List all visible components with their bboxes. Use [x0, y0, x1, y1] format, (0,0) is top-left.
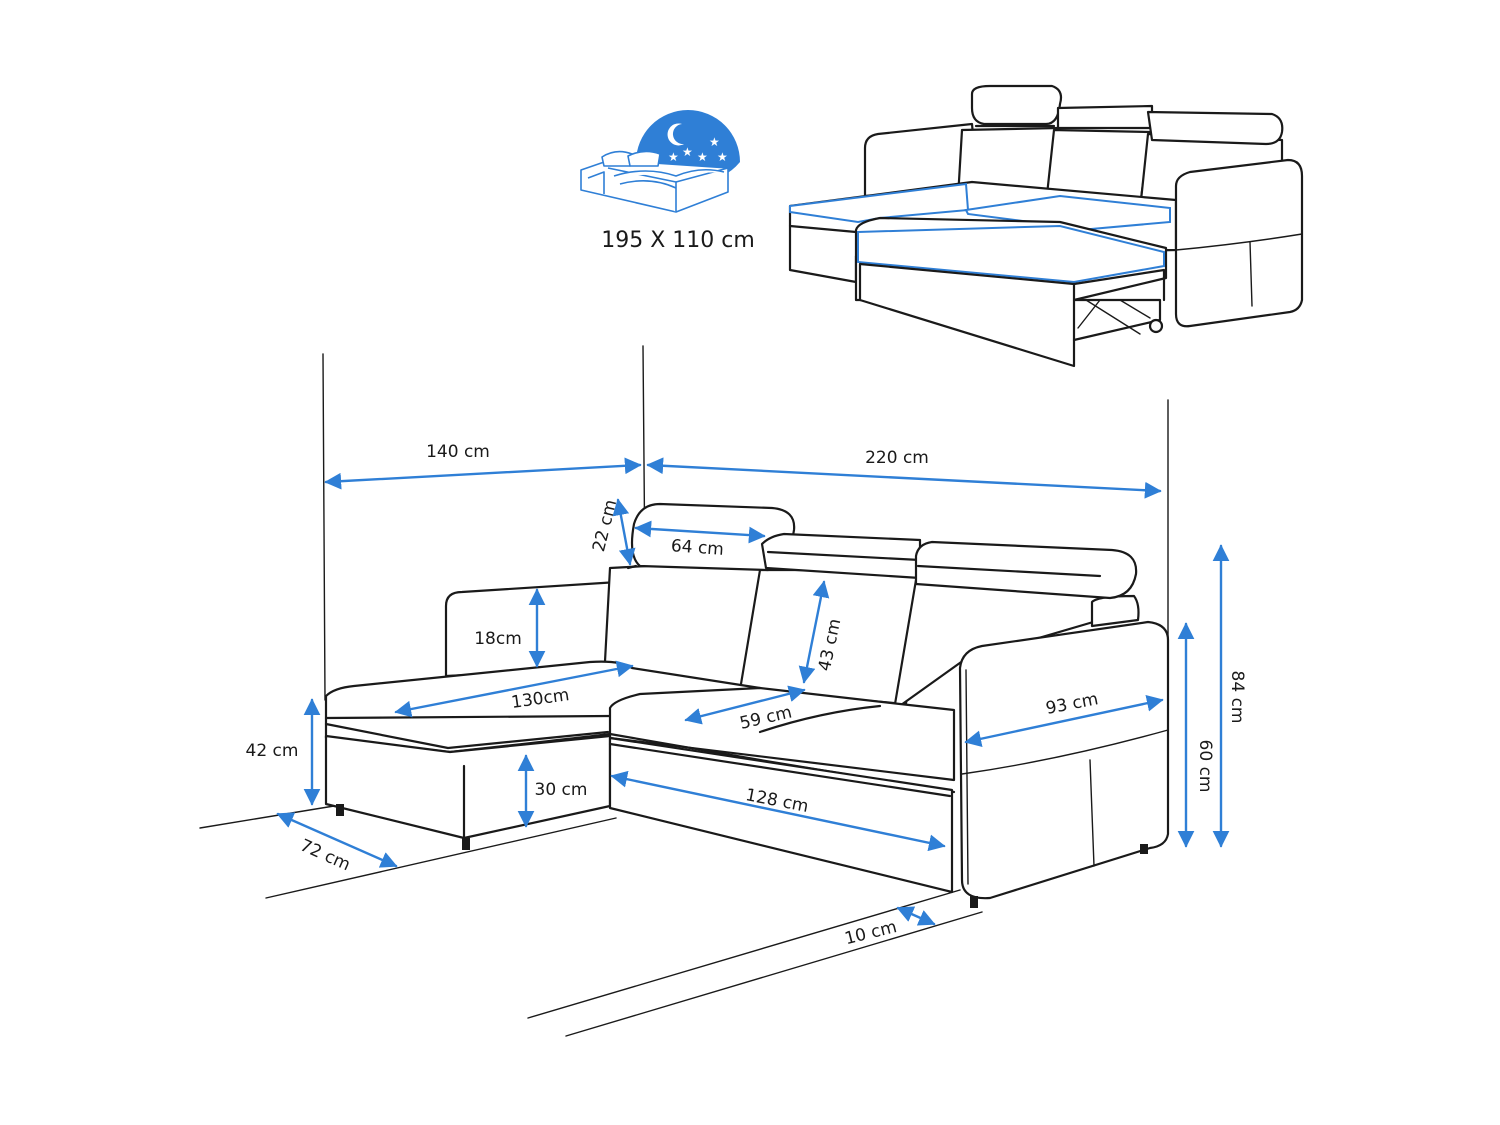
- label-30: 30 cm: [535, 780, 588, 800]
- svg-text:★: ★: [682, 145, 693, 159]
- label-220: 220 cm: [865, 448, 929, 468]
- moon-icon: [667, 123, 684, 146]
- arrow-140: [324, 457, 642, 490]
- star-icons: ★★ ★★★: [668, 135, 728, 164]
- label-22: 22 cm: [589, 498, 621, 554]
- sleep-area-label: 195 X 110 cm: [601, 228, 755, 253]
- svg-text:★: ★: [717, 150, 728, 164]
- arrow-64: [634, 520, 766, 544]
- label-72: 72 cm: [297, 836, 354, 876]
- arrow-93: [964, 694, 1164, 748]
- arrow-59: [684, 685, 806, 725]
- label-84: 84 cm: [1227, 671, 1247, 724]
- arrow-10: [896, 906, 936, 926]
- sofa-bed-open-illustration: [788, 84, 1304, 368]
- sleep-bed-night-icon: ★★ ★★★: [580, 110, 740, 213]
- arrow-220: [646, 457, 1162, 499]
- dimension-arrows: [276, 457, 1230, 926]
- label-60: 60 cm: [1195, 740, 1215, 793]
- arrow-43: [798, 580, 830, 684]
- corner-sofa-illustration: [324, 502, 1170, 908]
- svg-text:★: ★: [709, 135, 720, 149]
- label-140: 140 cm: [426, 442, 490, 462]
- label-42: 42 cm: [246, 741, 299, 761]
- label-64: 64 cm: [670, 536, 724, 560]
- arrow-72: [276, 812, 398, 868]
- arrow-130: [394, 660, 634, 718]
- svg-text:★: ★: [668, 150, 679, 164]
- arrow-128: [610, 770, 946, 852]
- svg-text:★: ★: [697, 150, 708, 164]
- bed-icon: [580, 150, 729, 213]
- arrow-22: [612, 498, 636, 566]
- label-18: 18cm: [474, 629, 522, 649]
